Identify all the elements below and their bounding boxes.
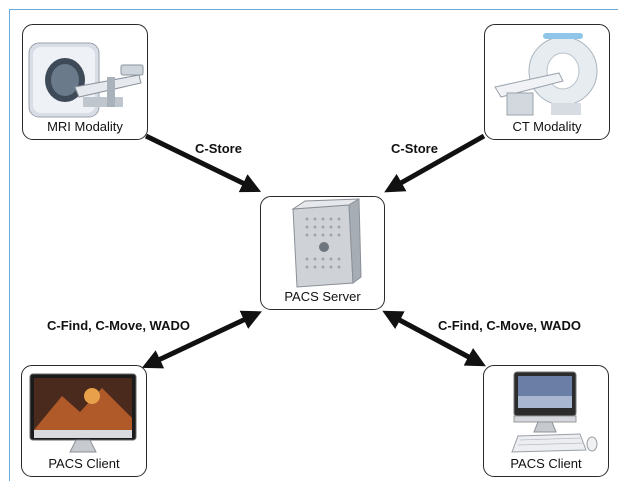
node-label: MRI Modality bbox=[47, 119, 123, 134]
edge-label-mri-cstore: C-Store bbox=[195, 141, 242, 156]
node-pacs-client-left: PACS Client bbox=[21, 365, 147, 477]
frame-left-border bbox=[9, 9, 10, 481]
node-pacs-server: PACS Server bbox=[260, 196, 385, 310]
edge-label-client-left-query: C-Find, C-Move, WADO bbox=[47, 318, 190, 333]
node-ct-modality: CT Modality bbox=[484, 24, 610, 140]
arrow-server-client-left bbox=[141, 310, 262, 369]
desktop-computer-icon bbox=[511, 371, 598, 453]
mri-scanner-icon bbox=[28, 42, 144, 118]
tower-server-icon bbox=[291, 198, 362, 288]
frame-top-border bbox=[9, 9, 618, 10]
edge-label-client-right-query: C-Find, C-Move, WADO bbox=[438, 318, 581, 333]
node-label: CT Modality bbox=[512, 119, 582, 134]
edge-label-ct-cstore: C-Store bbox=[391, 141, 438, 156]
node-label: PACS Client bbox=[48, 456, 120, 471]
arrow-server-client-right bbox=[382, 310, 486, 367]
node-mri-modality: MRI Modality bbox=[22, 24, 148, 140]
node-label: PACS Server bbox=[284, 289, 361, 304]
ct-scanner-icon bbox=[494, 33, 598, 116]
arrow-mri-to-server bbox=[144, 133, 262, 193]
arrow-ct-to-server bbox=[384, 133, 486, 193]
node-label: PACS Client bbox=[510, 456, 582, 471]
node-pacs-client-right: PACS Client bbox=[483, 365, 609, 477]
desktop-monitor-icon bbox=[29, 373, 137, 453]
